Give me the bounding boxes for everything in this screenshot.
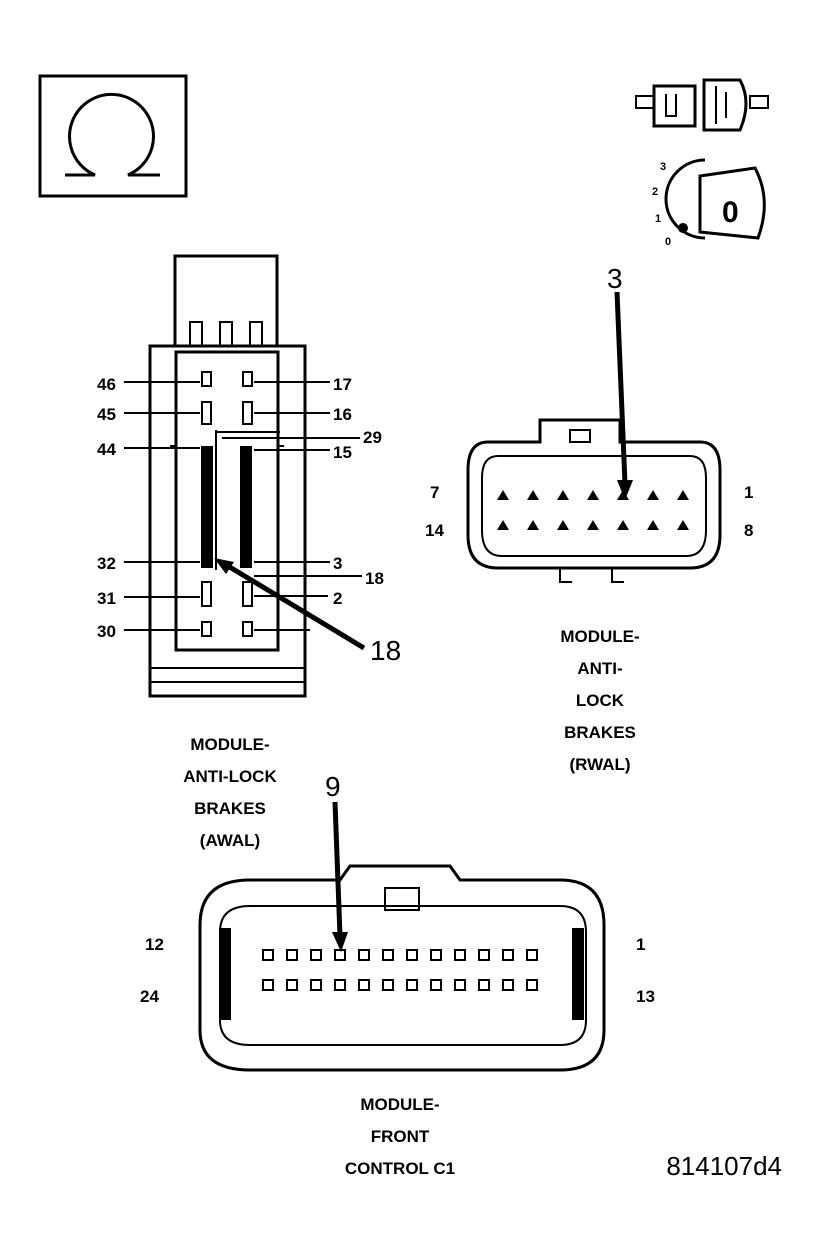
fcm-pin-label-13: 13 [636, 987, 655, 1006]
awal-pin-label-29: 29 [363, 428, 382, 447]
awal-pin-label-18: 18 [365, 569, 384, 588]
fcm-connector: 9 12 1 24 13 [140, 771, 655, 1072]
fcm-pin-label-1: 1 [636, 935, 645, 954]
ohm-symbol-icon [38, 74, 188, 198]
svg-text:(RWAL): (RWAL) [569, 755, 630, 774]
svg-text:FRONT: FRONT [371, 1127, 430, 1146]
svg-text:MODULE-: MODULE- [190, 735, 269, 754]
svg-text:BRAKES: BRAKES [194, 799, 266, 818]
awal-pin-label-31: 31 [97, 589, 116, 608]
rwal-pin-label-14: 14 [425, 521, 444, 540]
awal-pin-label-2: 2 [333, 589, 342, 608]
awal-module-name: MODULE- ANTI-LOCK BRAKES (AWAL) [183, 735, 277, 850]
rwal-callout-pin: 3 [607, 263, 623, 294]
fcm-pin-row-bottom [262, 979, 538, 991]
fcm-pin-label-24: 24 [140, 987, 159, 1006]
fcm-callout-pin: 9 [325, 771, 341, 802]
fcm-pin-row-top [262, 949, 538, 961]
fcm-module-name: MODULE- FRONT CONTROL C1 [345, 1095, 455, 1178]
svg-text:LOCK: LOCK [576, 691, 625, 710]
svg-text:MODULE-: MODULE- [560, 627, 639, 646]
ignition-position-1: 1 [655, 213, 661, 225]
svg-text:(AWAL): (AWAL) [200, 831, 260, 850]
svg-text:ANTI-: ANTI- [577, 659, 622, 678]
svg-text:ANTI-LOCK: ANTI-LOCK [183, 767, 277, 786]
awal-pin-label-17: 17 [333, 375, 352, 394]
ignition-position-0: 0 [665, 236, 671, 248]
rwal-module-name: MODULE- ANTI- LOCK BRAKES (RWAL) [560, 627, 639, 774]
svg-text:CONTROL C1: CONTROL C1 [345, 1159, 455, 1178]
awal-pin-label-32: 32 [97, 554, 116, 573]
awal-pin-label-45: 45 [97, 405, 116, 424]
disconnected-connector-icon [635, 78, 769, 132]
ignition-key-label: 0 [722, 196, 739, 229]
ignition-position-2: 2 [652, 186, 658, 198]
rwal-pin-row-top [497, 490, 689, 500]
ignition-switch-off-icon: 3 2 1 0 0 [652, 158, 766, 248]
figure-id: 814107d4 [666, 1151, 782, 1181]
fcm-pin-label-12: 12 [145, 935, 164, 954]
svg-text:MODULE-: MODULE- [360, 1095, 439, 1114]
awal-pin-label-30: 30 [97, 622, 116, 641]
awal-pin-label-3: 3 [333, 554, 342, 573]
rwal-pin-row-bottom [497, 520, 689, 530]
awal-pin-label-15: 15 [333, 443, 352, 462]
rwal-connector: 3 7 1 14 8 [425, 263, 753, 583]
rwal-pin-label-1: 1 [744, 483, 753, 502]
awal-connector: 46 45 44 32 31 30 17 16 29 15 3 18 2 18 [97, 254, 401, 698]
rwal-pin-label-8: 8 [744, 521, 753, 540]
awal-pin-label-44: 44 [97, 440, 116, 459]
awal-pin-label-16: 16 [333, 405, 352, 424]
awal-pin-label-46: 46 [97, 375, 116, 394]
rwal-pin-label-7: 7 [430, 483, 439, 502]
ignition-position-3: 3 [660, 161, 666, 173]
awal-callout-pin: 18 [370, 635, 401, 666]
svg-text:BRAKES: BRAKES [564, 723, 636, 742]
